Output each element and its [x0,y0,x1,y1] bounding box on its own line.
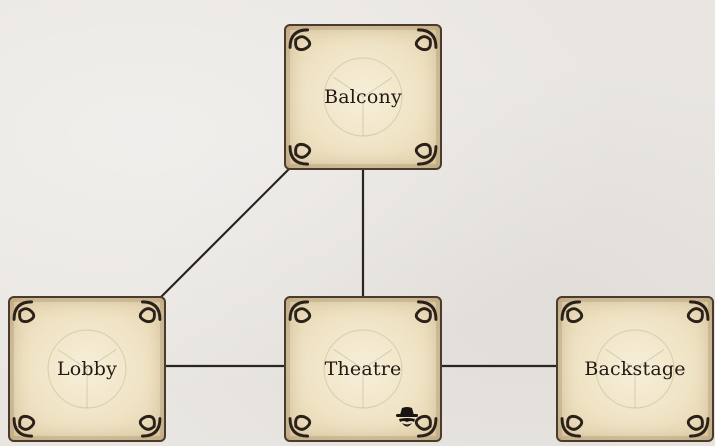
room-label-balcony: Balcony [286,86,440,108]
room-lobby[interactable]: Lobby [8,296,166,442]
room-label-backstage: Backstage [558,358,712,380]
room-balcony[interactable]: Balcony [284,24,442,170]
room-label-lobby: Lobby [10,358,164,380]
room-theatre[interactable]: Theatre [284,296,442,442]
room-backstage[interactable]: Backstage [556,296,714,442]
room-label-theatre: Theatre [286,358,440,380]
edge-balcony-lobby [158,162,296,300]
detective-hat-icon[interactable] [394,404,420,430]
